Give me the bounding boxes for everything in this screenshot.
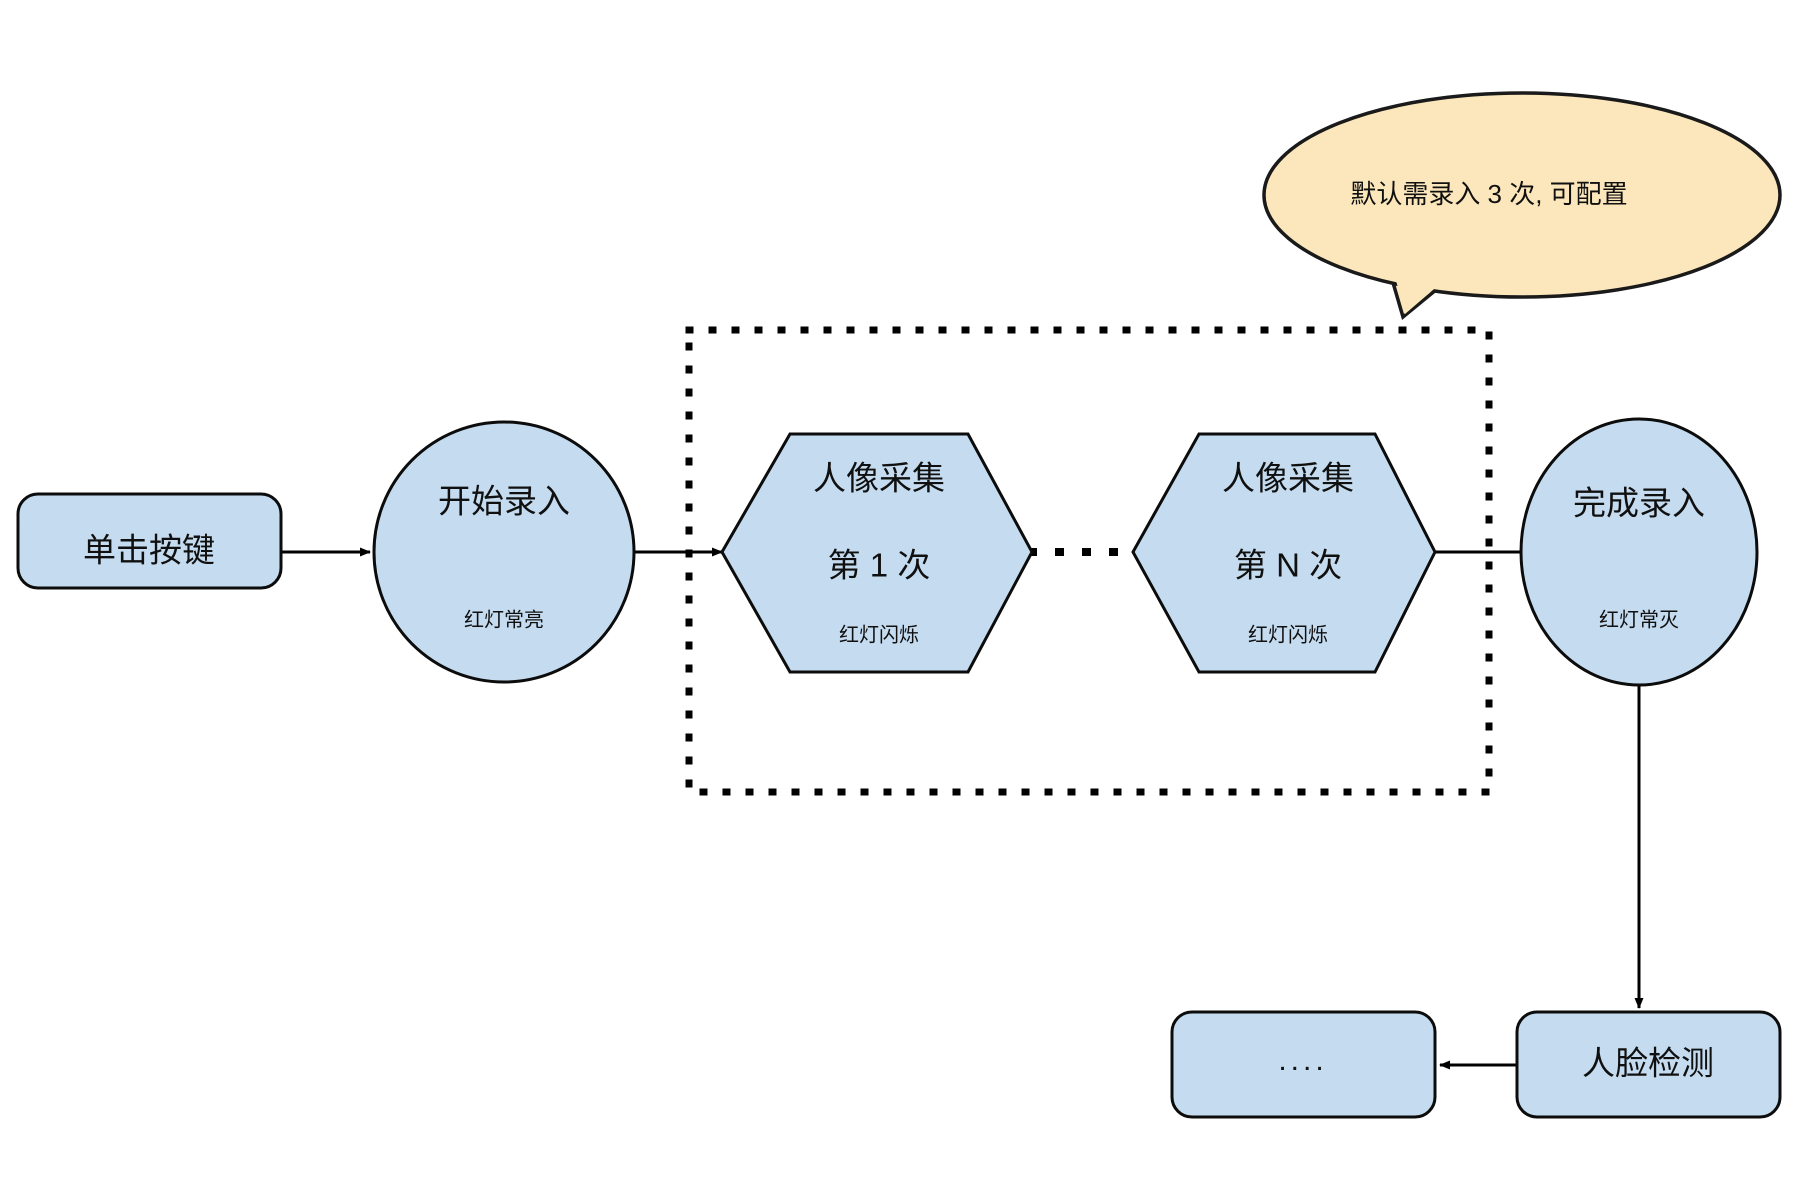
node-capture-nth-label-line2: 第 N 次 <box>1234 547 1342 584</box>
node-start-enroll-sublabel: 红灯常亮 <box>464 608 544 631</box>
callout-bubble[interactable]: 默认需录入 3 次, 可配置 <box>1262 91 1782 321</box>
node-more-steps[interactable]: .... <box>1170 1010 1437 1119</box>
callout-text: 默认需录入 3 次, 可配置 <box>1350 179 1627 209</box>
node-capture-first-label-line2: 第 1 次 <box>828 547 931 584</box>
node-capture-first-shape <box>720 432 1034 674</box>
node-click-key-shape <box>16 492 283 590</box>
node-capture-nth-shape <box>1131 432 1437 674</box>
callout-tail-overlay <box>1390 258 1462 314</box>
node-face-detect[interactable]: 人脸检测 <box>1515 1010 1782 1119</box>
node-click-key[interactable]: 单击按键 <box>16 492 283 590</box>
node-face-detect-label: 人脸检测 <box>1582 1045 1714 1082</box>
node-start-enroll-label: 开始录入 <box>438 483 570 520</box>
node-capture-first[interactable]: 人像采集 第 1 次 红灯闪烁 <box>720 432 1034 674</box>
node-click-key-label: 单击按键 <box>83 532 215 569</box>
node-face-detect-shape <box>1515 1010 1782 1119</box>
node-finish-enroll-label: 完成录入 <box>1573 485 1705 522</box>
node-capture-nth[interactable]: 人像采集 第 N 次 红灯闪烁 <box>1131 432 1437 674</box>
node-capture-nth-sublabel: 红灯闪烁 <box>1248 623 1328 646</box>
node-capture-nth-label-line1: 人像采集 <box>1222 460 1354 497</box>
node-finish-enroll[interactable]: 完成录入 红灯常灭 <box>1519 417 1759 687</box>
node-start-enroll-shape <box>372 420 636 684</box>
node-more-steps-shape <box>1170 1010 1437 1119</box>
callout-bubble-shape <box>1262 91 1782 299</box>
node-finish-enroll-sublabel: 红灯常灭 <box>1599 608 1679 631</box>
node-capture-first-sublabel: 红灯闪烁 <box>839 623 919 646</box>
node-finish-enroll-shape <box>1519 417 1759 687</box>
node-start-enroll[interactable]: 开始录入 红灯常亮 <box>372 420 636 684</box>
node-more-steps-label: .... <box>1278 1044 1327 1077</box>
node-capture-first-label-line1: 人像采集 <box>813 460 945 497</box>
